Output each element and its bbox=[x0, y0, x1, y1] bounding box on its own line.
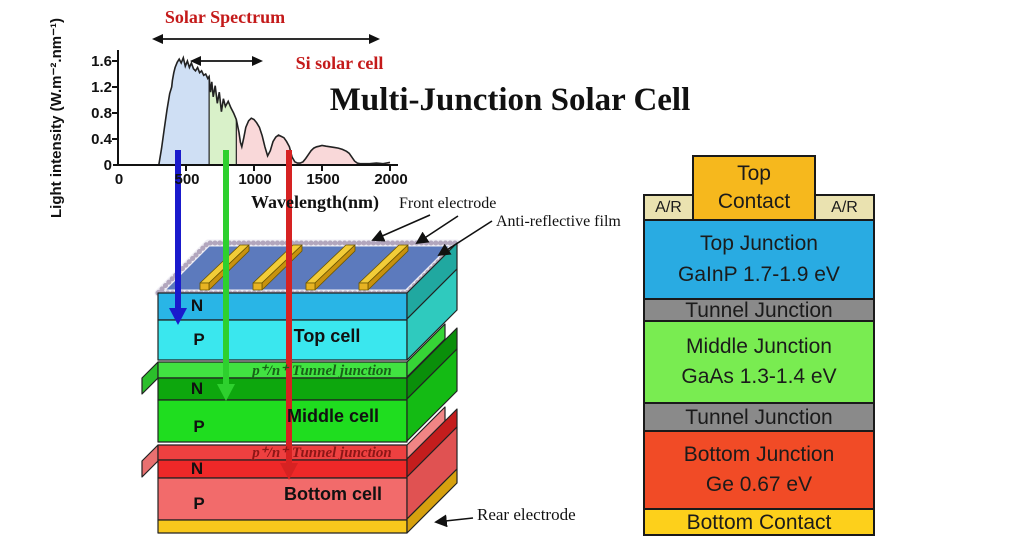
top-p-label: P bbox=[193, 330, 205, 349]
top-p-side bbox=[406, 268, 458, 361]
spectrum-curve bbox=[158, 55, 391, 166]
tunnel-1-left-wedge bbox=[141, 361, 159, 395]
electrode-bar bbox=[358, 244, 409, 291]
middle-n-label: N bbox=[190, 379, 204, 398]
solar-spectrum-span-arrow bbox=[152, 34, 380, 44]
front-electrode-bars bbox=[199, 244, 409, 291]
anti-reflective-film-label: Anti-reflective film bbox=[496, 213, 621, 230]
stack-bottom-junction: Bottom Junction Ge 0.67 eV bbox=[643, 430, 875, 510]
photon-arrows bbox=[169, 150, 298, 480]
middle-subcell bbox=[141, 323, 458, 443]
y-tick-label: 1.6 bbox=[91, 53, 112, 70]
stack-layer-line: Top Junction bbox=[700, 232, 818, 256]
stack-layer-line: Bottom Junction bbox=[683, 442, 835, 466]
bottom-subcell bbox=[141, 406, 458, 521]
stack-layer-line: Bottom Contact bbox=[686, 510, 832, 534]
stack-layer-line: Ge 0.67 eV bbox=[705, 473, 813, 496]
chart-region-blue bbox=[158, 57, 210, 165]
front-electrode-arrow-1 bbox=[371, 214, 431, 242]
photon-arrow-red bbox=[280, 150, 298, 480]
stack-ar-left: A/R bbox=[643, 194, 694, 221]
top-cell-label: Top cell bbox=[293, 326, 361, 346]
stack-middle-junction: Middle Junction GaAs 1.3-1.4 eV bbox=[643, 320, 875, 404]
front-electrode-label: Front electrode bbox=[399, 195, 497, 212]
top-n-label: N bbox=[190, 296, 204, 315]
stack-bottom-contact: Bottom Contact bbox=[643, 508, 875, 536]
si-solar-cell-span-arrow bbox=[190, 56, 263, 66]
stack-tunnel-junction-upper: Tunnel Junction bbox=[643, 298, 875, 322]
stack-ar-right: A/R bbox=[814, 194, 875, 221]
stack-top-contact: Top Contact bbox=[692, 155, 816, 221]
stack-top-contact-line2: Contact bbox=[717, 190, 791, 213]
callout-arrows bbox=[371, 214, 493, 528]
stack-top-junction: Top Junction GaInP 1.7-1.9 eV bbox=[643, 219, 875, 300]
cell-3d bbox=[141, 239, 461, 534]
y-tick-label: 0.4 bbox=[91, 131, 112, 148]
tunnel-junction-2-label: p⁺/n⁺ Tunnel junction bbox=[252, 445, 392, 461]
page-title: Multi-Junction Solar Cell bbox=[329, 82, 691, 118]
electrode-bar bbox=[305, 244, 356, 291]
front-electrode-arrow-2 bbox=[415, 215, 459, 245]
rear-electrode-arrow bbox=[434, 514, 474, 528]
bottom-p-layer bbox=[157, 477, 408, 521]
stack-tunnel-junction-lower: Tunnel Junction bbox=[643, 402, 875, 432]
middle-p-label: P bbox=[193, 417, 205, 436]
top-subcell bbox=[157, 242, 458, 361]
y-axis-label: Light intensity (W.m⁻².nm⁻¹) bbox=[48, 18, 65, 218]
stack-ar-left-label: A/R bbox=[655, 198, 682, 216]
top-n-layer bbox=[157, 292, 408, 321]
y-tick-label: 0.8 bbox=[91, 105, 112, 122]
solar-spectrum-chart bbox=[112, 34, 398, 171]
x-tick-label: 2000 bbox=[374, 171, 408, 188]
middle-cell-label: Middle cell bbox=[286, 406, 380, 426]
y-tick-label: 1.2 bbox=[91, 79, 112, 96]
x-axis-ticks bbox=[185, 165, 391, 171]
tunnel-junction-1-label: p⁺/n⁺ Tunnel junction bbox=[252, 363, 392, 379]
stack-layer-line: GaInP 1.7-1.9 eV bbox=[678, 262, 840, 286]
chart-region-green bbox=[209, 76, 237, 165]
anti-reflective-film-arrow bbox=[437, 220, 493, 257]
x-tick-label: 1500 bbox=[306, 171, 340, 188]
y-axis-ticks bbox=[112, 60, 118, 140]
stack-ar-right-label: A/R bbox=[831, 198, 858, 216]
rear-electrode-label: Rear electrode bbox=[477, 505, 576, 524]
stack-layer-line: GaAs 1.3-1.4 eV bbox=[681, 365, 837, 388]
tunnel-1-side bbox=[406, 323, 446, 378]
x-tick-label: 1000 bbox=[238, 171, 272, 188]
y-tick-label: 0 bbox=[103, 157, 112, 174]
x-axis-label: Wavelength(nm) bbox=[251, 192, 379, 212]
rear-electrode-plate bbox=[157, 468, 458, 534]
chart-region-pink bbox=[236, 118, 390, 165]
stack-layer-line: Tunnel Junction bbox=[685, 405, 833, 429]
bottom-n-label: N bbox=[190, 459, 204, 478]
si-solar-cell-label: Si solar cell bbox=[295, 53, 384, 73]
bottom-cell-label: Bottom cell bbox=[283, 484, 382, 504]
stack-top-contact-line1: Top bbox=[737, 161, 771, 185]
x-tick-label: 0 bbox=[114, 171, 124, 188]
x-tick-label: 500 bbox=[174, 171, 200, 188]
solar-spectrum-label: Solar Spectrum bbox=[164, 7, 286, 27]
tunnel-2-left-wedge bbox=[141, 444, 159, 478]
stack-layer-line: Middle Junction bbox=[686, 334, 832, 358]
bottom-p-label: P bbox=[193, 494, 205, 513]
stack-layer-line: Tunnel Junction bbox=[685, 298, 833, 322]
middle-p-side bbox=[406, 348, 458, 442]
photon-arrow-blue bbox=[169, 150, 187, 325]
photon-arrow-green bbox=[217, 150, 235, 401]
